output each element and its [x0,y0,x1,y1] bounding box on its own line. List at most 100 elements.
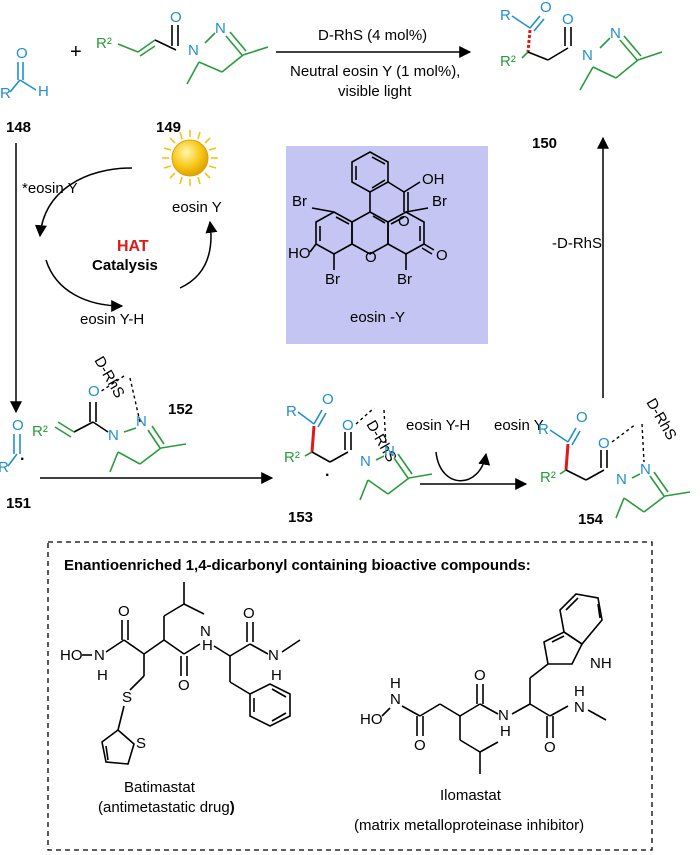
catalysis-label: Catalysis [92,257,158,274]
atom-label: O [342,417,354,434]
atom-label: O [562,11,574,28]
compound-154-label: 154 [578,511,604,528]
atom-label: O [540,0,552,16]
atom-label: N [582,47,593,64]
atom-label: Br [397,271,412,288]
atom-label: N [610,25,621,42]
atom-label: N [188,42,199,59]
atom-label: O [88,383,100,400]
atom-label: R² [284,449,300,466]
atom-label: OH [422,171,445,188]
atom-label: S [122,689,132,706]
atom-label: N [108,427,119,444]
ilomastat-desc: (matrix metalloproteinase inhibitor) [354,817,584,834]
hat-curved-arrow [435,451,491,482]
atom-label: N [268,647,279,664]
atom-label: O [398,213,410,230]
atom-label: HO [360,711,383,728]
sun-icon [162,130,218,186]
plus-sign: + [70,41,82,63]
atom-label: H [38,83,49,100]
atom-label: N [390,691,401,708]
atom-label: N [200,623,211,640]
radical-dot: · [20,451,25,468]
compound-148-label: 148 [6,119,31,136]
batimastat-name: Batimastat [124,779,196,796]
atom-label: NH [590,655,612,672]
atom-label: R² [540,469,556,486]
photocatalyst-condition: Neutral eosin Y (1 mol%), [290,63,460,80]
compound-150-label: 150 [532,135,557,152]
atom-label: O [12,417,24,434]
atom-label: O [170,9,182,26]
hat-catalytic-cycle: *eosin Y eosin Y eosin Y-H HAT Catalysis [22,167,222,328]
atom-label: R² [32,423,48,440]
atom-label: H [390,675,401,692]
atom-label: R [538,421,549,438]
atom-label: O [474,667,486,684]
atom-label: O [243,605,255,622]
atom-label: N [94,647,105,664]
atom-label: N [616,471,627,488]
atom-label: Br [325,271,340,288]
atom-label: N [574,699,585,716]
atom-label: R² [500,53,516,70]
compound-151-label: 151 [6,495,31,512]
atom-label: N [215,20,226,37]
bioactive-box [47,541,653,851]
radical-dot: · [325,467,330,484]
atom-label: O [16,45,28,62]
bioactive-header: Enantioenriched 1,4-dicarbonyl containin… [64,557,531,574]
atom-label: H [271,667,282,684]
atom-label: HO [288,245,311,262]
batimastat-structure: HO N H O S S O H N [60,582,301,765]
cycle-ground-eosin: eosin Y [172,199,222,216]
eosin-y-structure: O OH O Br Br HO O Br Br [288,151,448,288]
atom-label: H [97,667,108,684]
compound-153-radical-adduct: R O R² · O D-RhS N N [284,391,433,501]
atom-label: O [414,737,426,754]
atom-label: O [118,603,130,620]
compound-152-complex: D-RhS O R² N N [32,354,187,473]
hat-label: HAT [117,238,149,255]
cycle-reduced-eosin: eosin Y-H [80,311,144,328]
compound-151-acyl-radical: O R · [0,417,25,476]
atom-label: O [544,739,556,756]
compound-148-aldehyde: O R H [0,45,49,102]
atom-label: N [360,453,371,470]
compound-152-label: 152 [168,401,193,418]
release-label: -D-RhS [552,235,602,252]
atom-label: O [598,435,610,452]
hat-step-product: eosin Y [494,417,544,434]
atom-label: Br [292,193,307,210]
atom-label: N [498,707,509,724]
atom-label: R [500,7,511,24]
atom-label: R² [96,35,112,52]
atom-label: H [202,637,213,654]
compound-154-complex: R O R² O D-RhS N N [538,396,691,519]
atom-label: H [574,683,585,700]
atom-label: H [500,723,511,740]
atom-label: O [322,391,334,408]
atom-label: O [436,247,448,264]
atom-label: N [640,461,651,478]
atom-label: Br [432,193,447,210]
eosin-y-caption: eosin -Y [350,309,405,326]
atom-label: R [0,85,11,102]
atom-label: S [136,735,146,752]
compound-150-product: R O R² O N N [500,0,663,91]
atom-label: R [0,459,9,476]
compound-149-label: 149 [156,119,181,136]
atom-label: O [178,677,190,694]
atom-label: HO [60,647,83,664]
light-condition: visible light [338,83,412,100]
compound-149-enoyl-pyrazole: R² O N N [96,9,269,85]
compound-153-label: 153 [288,509,313,526]
batimastat-desc-close: ) [230,799,235,816]
hat-step-reagent: eosin Y-H [406,417,470,434]
atom-label: R [286,403,297,420]
atom-label: O [365,249,377,266]
atom-label: O [576,409,588,426]
atom-label: N [384,443,395,460]
